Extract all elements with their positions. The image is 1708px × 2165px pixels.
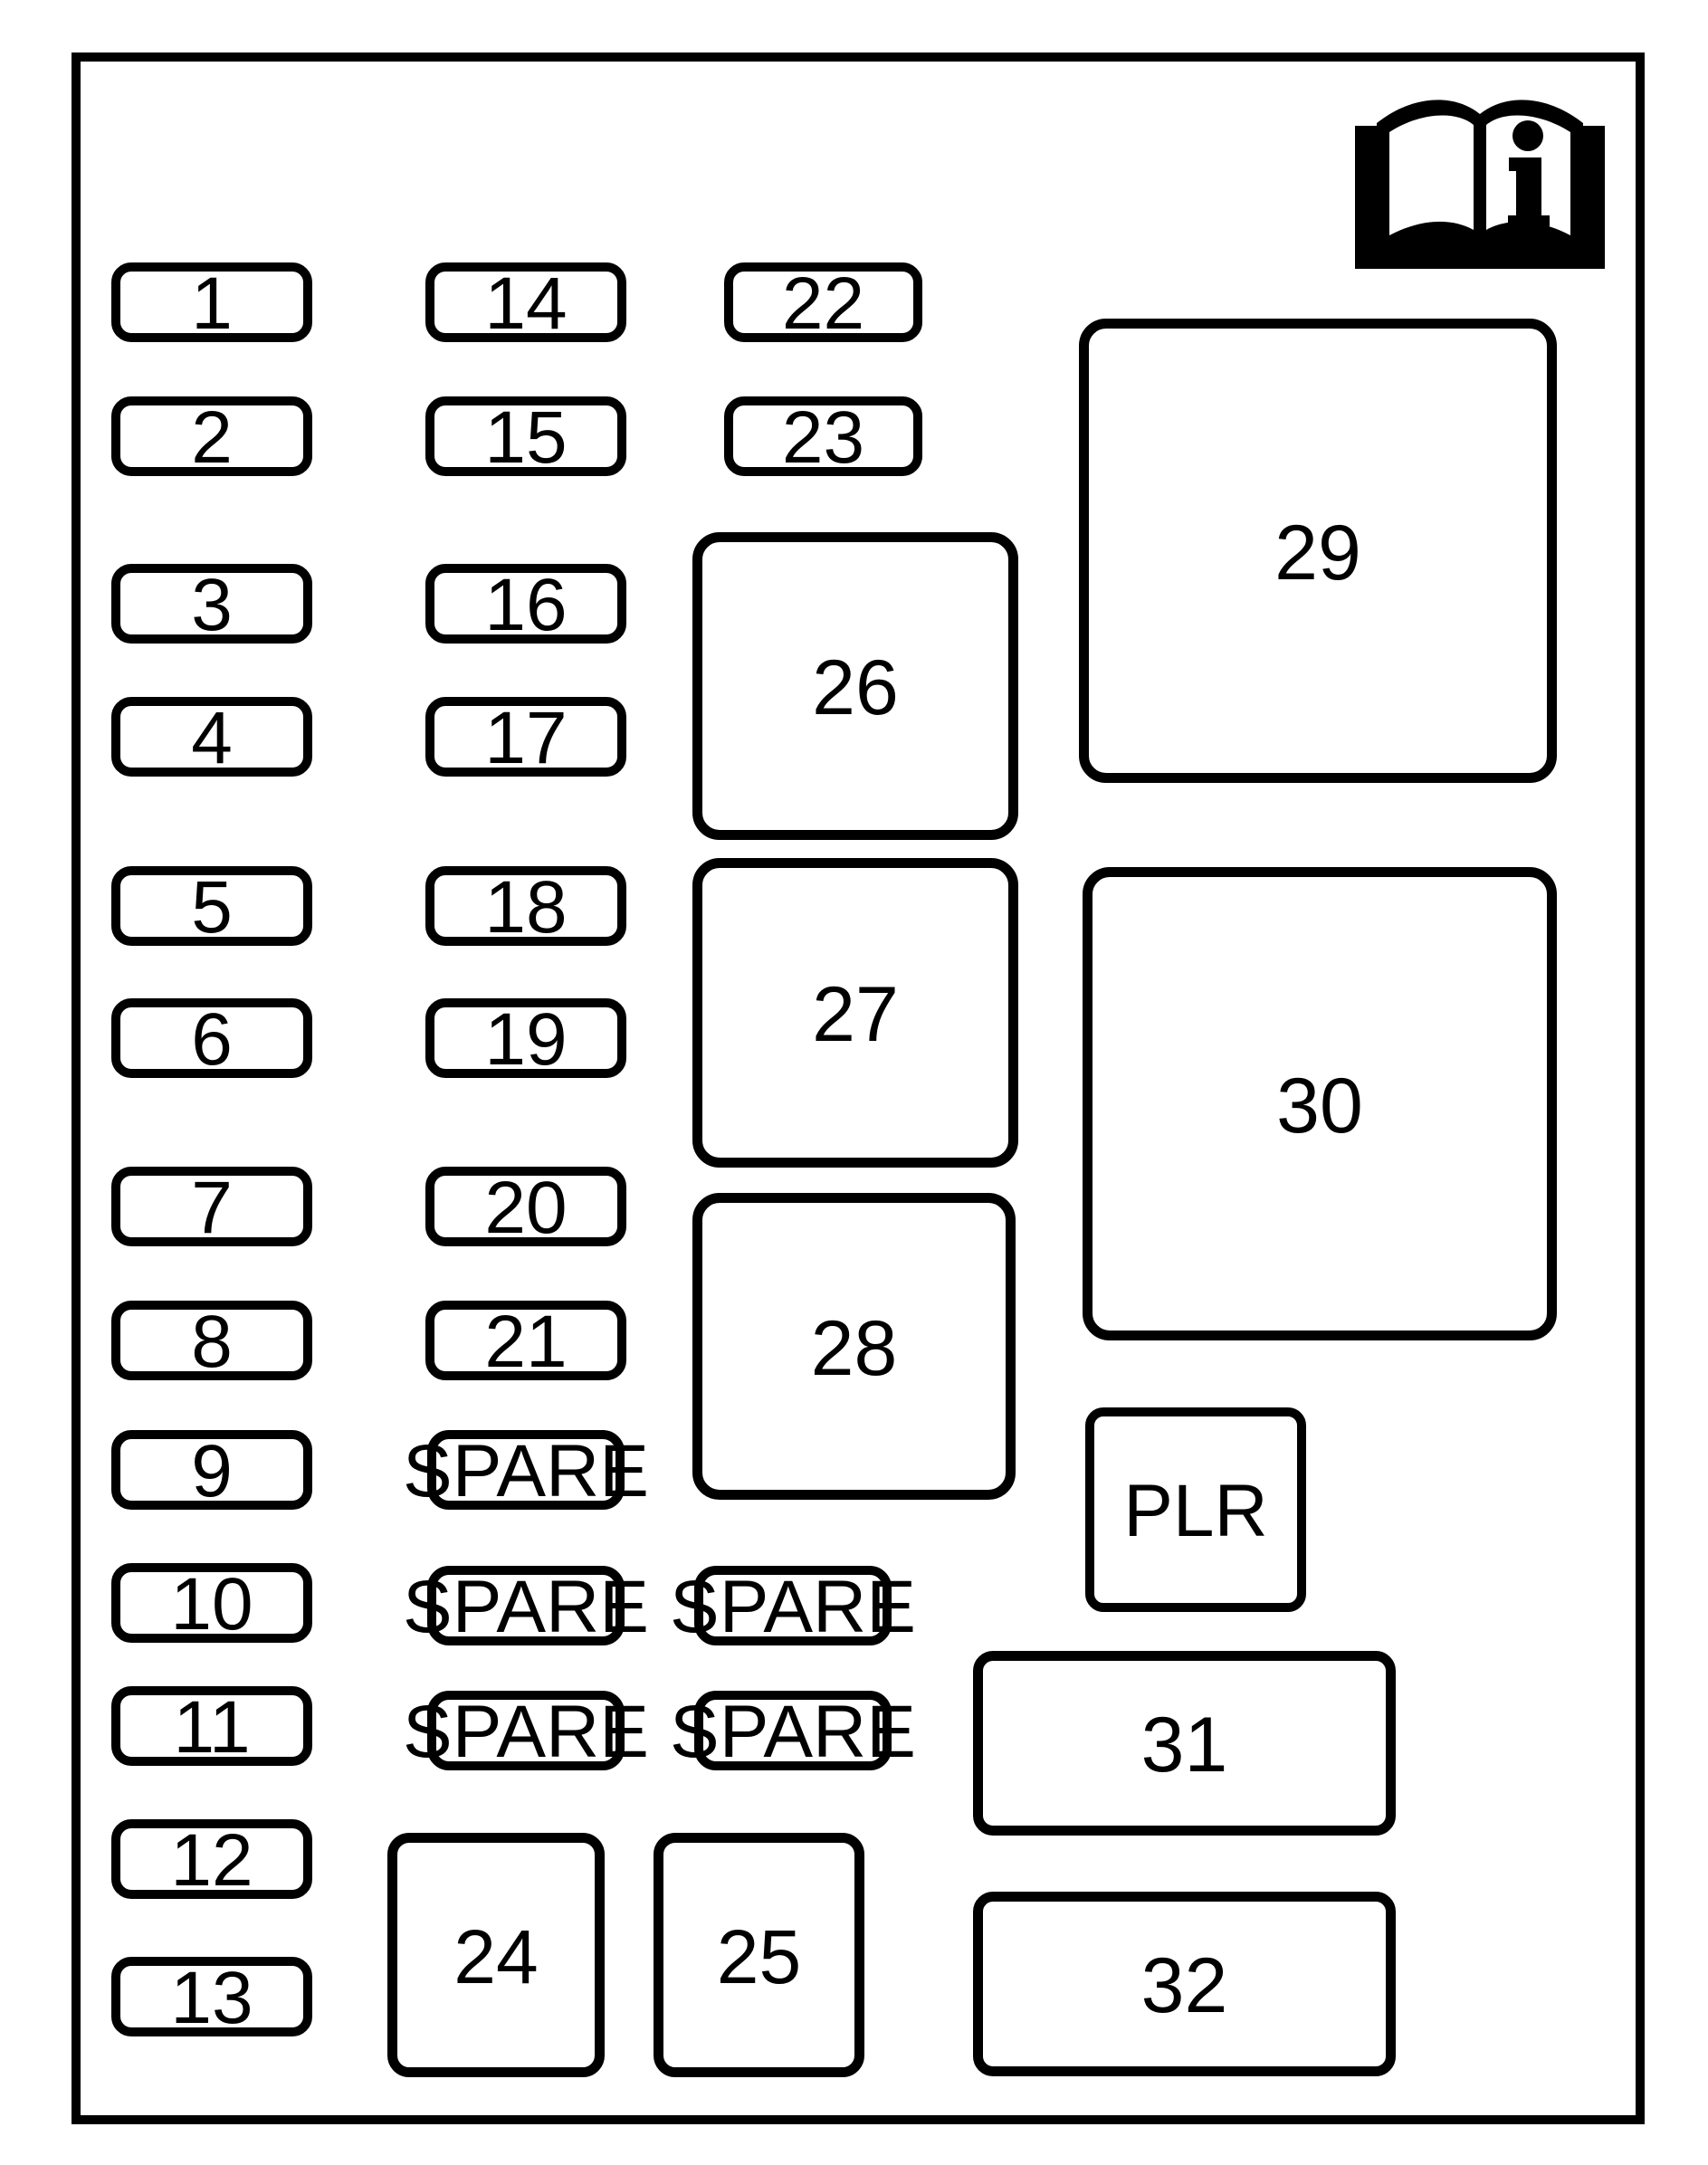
fuse-2: 2 [111,396,312,476]
block-27: 27 [692,858,1018,1168]
spare-fuse-middle-2: SPARE [403,1566,649,1645]
fuse-11-label: 11 [173,1686,251,1769]
fuse-19-label: 19 [484,998,568,1081]
block-24: 24 [387,1833,605,2077]
fuse-5: 5 [111,866,312,946]
fuse-1: 1 [111,262,312,342]
fuse-15-label: 15 [484,396,568,479]
block-32-label: 32 [1140,1942,1228,2029]
owners-manual-information-icon [1355,100,1605,269]
fuse-17: 17 [425,697,626,777]
fuse-9: 9 [111,1430,312,1510]
fuse-15: 15 [425,396,626,476]
fuse-7-label: 7 [191,1167,233,1249]
fuse-9-label: 9 [191,1430,233,1512]
spare-fuse-right-2: SPARE [670,1691,916,1770]
block-24-label: 24 [453,1914,539,1999]
block-29-label: 29 [1274,509,1361,596]
fuse-19: 19 [425,998,626,1078]
spare-label: SPARE [670,1691,916,1773]
fuse-23: 23 [724,396,922,476]
fuse-10-label: 10 [170,1563,253,1645]
block-31: 31 [973,1651,1396,1836]
spare-fuse-middle-1: SPARE [403,1430,649,1510]
fuse-20: 20 [425,1167,626,1246]
spare-fuse-middle-3: SPARE [403,1691,649,1770]
fuse-20-label: 20 [484,1167,568,1249]
block-29: 29 [1079,319,1557,783]
spare-label: SPARE [403,1691,649,1773]
fuse-16: 16 [425,564,626,644]
fuse-12-label: 12 [170,1819,253,1902]
fuse-14: 14 [425,262,626,342]
fuse-8-label: 8 [191,1301,233,1383]
fuse-22: 22 [724,262,922,342]
fuse-3: 3 [111,564,312,644]
fuse-16-label: 16 [484,564,568,646]
fuse-1-label: 1 [191,262,233,345]
fuse-18: 18 [425,866,626,946]
block-32: 32 [973,1892,1396,2076]
block-26: 26 [692,532,1018,840]
block-27-label: 27 [812,971,899,1058]
fuse-12: 12 [111,1819,312,1899]
fuse-7: 7 [111,1167,312,1246]
block-26-label: 26 [812,644,899,731]
spare-label: SPARE [670,1566,916,1648]
fuse-6-label: 6 [191,998,233,1081]
block-25-label: 25 [716,1914,802,1999]
plr-relay: PLR [1085,1407,1306,1612]
fuse-4: 4 [111,697,312,777]
block-30: 30 [1083,867,1557,1340]
fuse-21-label: 21 [484,1301,568,1383]
fuse-17-label: 17 [484,697,568,779]
fuse-5-label: 5 [191,866,233,949]
fuse-23-label: 23 [781,396,865,479]
fuse-4-label: 4 [191,697,233,779]
block-30-label: 30 [1276,1062,1363,1149]
fuse-13: 13 [111,1957,312,2036]
block-28-label: 28 [810,1304,898,1392]
block-25: 25 [654,1833,864,2077]
fuse-8: 8 [111,1301,312,1380]
fuse-3-label: 3 [191,564,233,646]
fuse-11: 11 [111,1686,312,1766]
fuse-2-label: 2 [191,396,233,479]
fuse-18-label: 18 [484,866,568,949]
diagram-border [72,52,1645,2124]
block-31-label: 31 [1140,1702,1228,1788]
fuse-6: 6 [111,998,312,1078]
fuse-10: 10 [111,1563,312,1643]
fuse-22-label: 22 [781,262,865,345]
fuse-13-label: 13 [170,1957,253,2039]
fuse-14-label: 14 [484,262,568,345]
plr-relay-label: PLR [1123,1470,1268,1552]
fuse-21: 21 [425,1301,626,1380]
block-28: 28 [692,1193,1016,1500]
spare-fuse-right-1: SPARE [670,1566,916,1645]
spare-label: SPARE [403,1430,649,1512]
spare-label: SPARE [403,1566,649,1648]
